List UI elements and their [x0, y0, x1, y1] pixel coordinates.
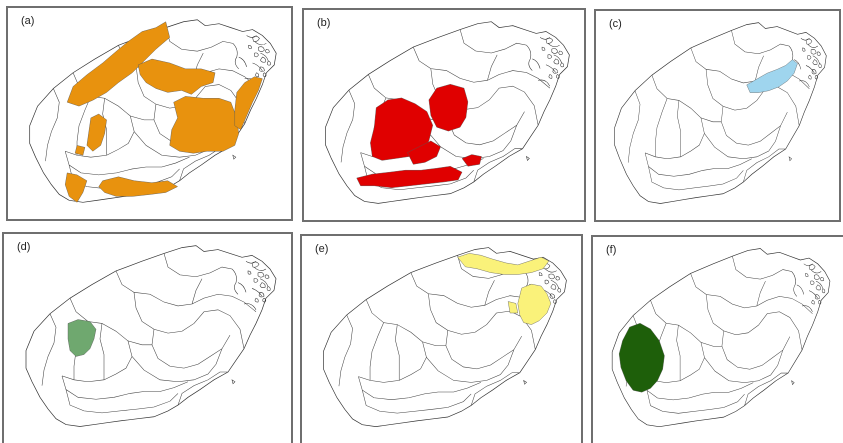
- highlighted-area-sage-green: [67, 319, 97, 357]
- highlighted-area-light-yellow: [517, 283, 552, 325]
- highlighted-area-red: [407, 140, 441, 165]
- highlighted-regions-b: [356, 84, 482, 188]
- map-c: [614, 22, 827, 204]
- highlighted-area-orange: [66, 21, 170, 107]
- map-d: [25, 245, 277, 427]
- highlighted-area-light-blue: [746, 59, 798, 93]
- highlighted-regions-e: [457, 253, 552, 325]
- highlighted-area-orange: [98, 176, 179, 197]
- map-panel-e: (e): [300, 234, 583, 443]
- highlighted-regions-a: [64, 21, 263, 203]
- highlighted-area-orange: [137, 58, 216, 95]
- highlighted-area-orange: [234, 76, 263, 130]
- highlighted-area-light-yellow: [457, 253, 550, 275]
- map-panel-c: (c): [594, 9, 841, 222]
- panel-label-b: (b): [317, 17, 331, 29]
- map-panel-a: (a): [6, 6, 293, 221]
- map-panel-d: (d): [2, 232, 293, 443]
- map-panel-b: (b): [302, 8, 586, 222]
- highlighted-area-orange: [74, 145, 86, 156]
- panel-label-e: (e): [315, 243, 329, 255]
- map-b: [325, 21, 570, 204]
- highlighted-area-orange: [64, 172, 88, 203]
- map-f: [611, 248, 831, 428]
- highlighted-regions-f: [618, 323, 665, 393]
- panel-label-a: (a): [21, 15, 35, 27]
- panel-label-d: (d): [17, 241, 31, 253]
- panel-label-c: (c): [609, 18, 622, 30]
- map-e: [323, 247, 567, 427]
- highlighted-area-red: [461, 154, 482, 167]
- map-a: [29, 19, 277, 203]
- highlighted-area-light-yellow: [507, 301, 519, 314]
- highlighted-area-red: [428, 84, 469, 132]
- highlighted-area-dark-green: [618, 323, 665, 393]
- highlighted-area-orange: [86, 113, 107, 152]
- highlighted-regions-c: [746, 59, 798, 93]
- panel-label-f: (f): [606, 244, 617, 256]
- highlighted-regions-d: [67, 319, 97, 357]
- map-panel-f: (f): [591, 235, 843, 443]
- highlighted-area-red: [356, 166, 463, 188]
- highlighted-area-orange: [169, 96, 239, 154]
